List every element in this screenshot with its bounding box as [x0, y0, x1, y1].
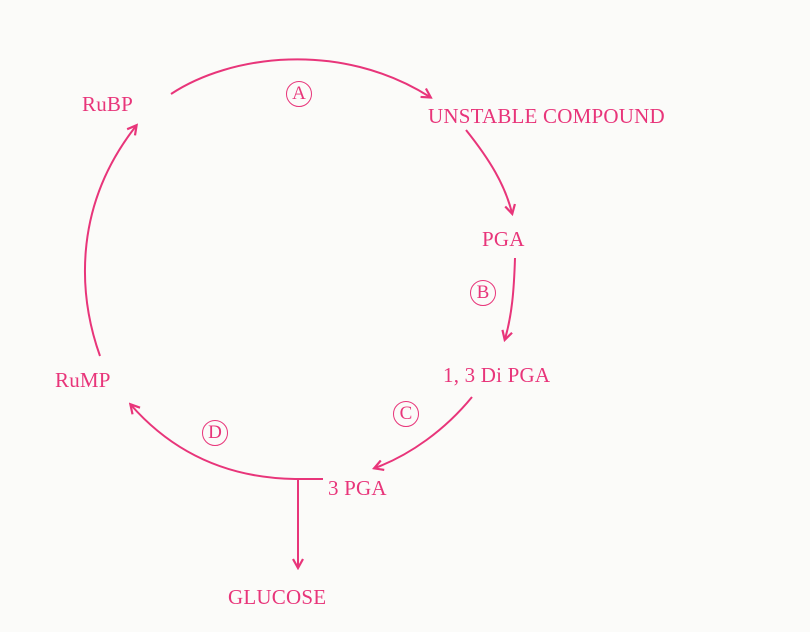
arrow-rubp-to-unstable: [170, 58, 430, 97]
arrow-3pga-to-rump: [131, 405, 323, 480]
node-rubp: RuBP: [82, 92, 133, 116]
step-d-badge: D: [202, 420, 228, 446]
node-rump: RuMP: [55, 368, 111, 392]
node-glucose: GLUCOSE: [228, 585, 327, 609]
step-a-badge: A: [286, 81, 312, 107]
step-c-badge: C: [393, 401, 419, 427]
arrow-rump-to-rubp: [83, 126, 136, 357]
arrow-unstable-to-pga: [465, 129, 512, 213]
arrow-pga-to-dipga: [505, 257, 516, 339]
node-di-pga: 1, 3 Di PGA: [443, 363, 551, 387]
arrow-dipga-to-3pga: [375, 396, 473, 468]
node-unstable-compound: UNSTABLE COMPOUND: [428, 104, 665, 128]
node-pga: PGA: [482, 227, 525, 251]
node-3-pga: 3 PGA: [328, 476, 387, 500]
step-b-badge: B: [470, 280, 496, 306]
